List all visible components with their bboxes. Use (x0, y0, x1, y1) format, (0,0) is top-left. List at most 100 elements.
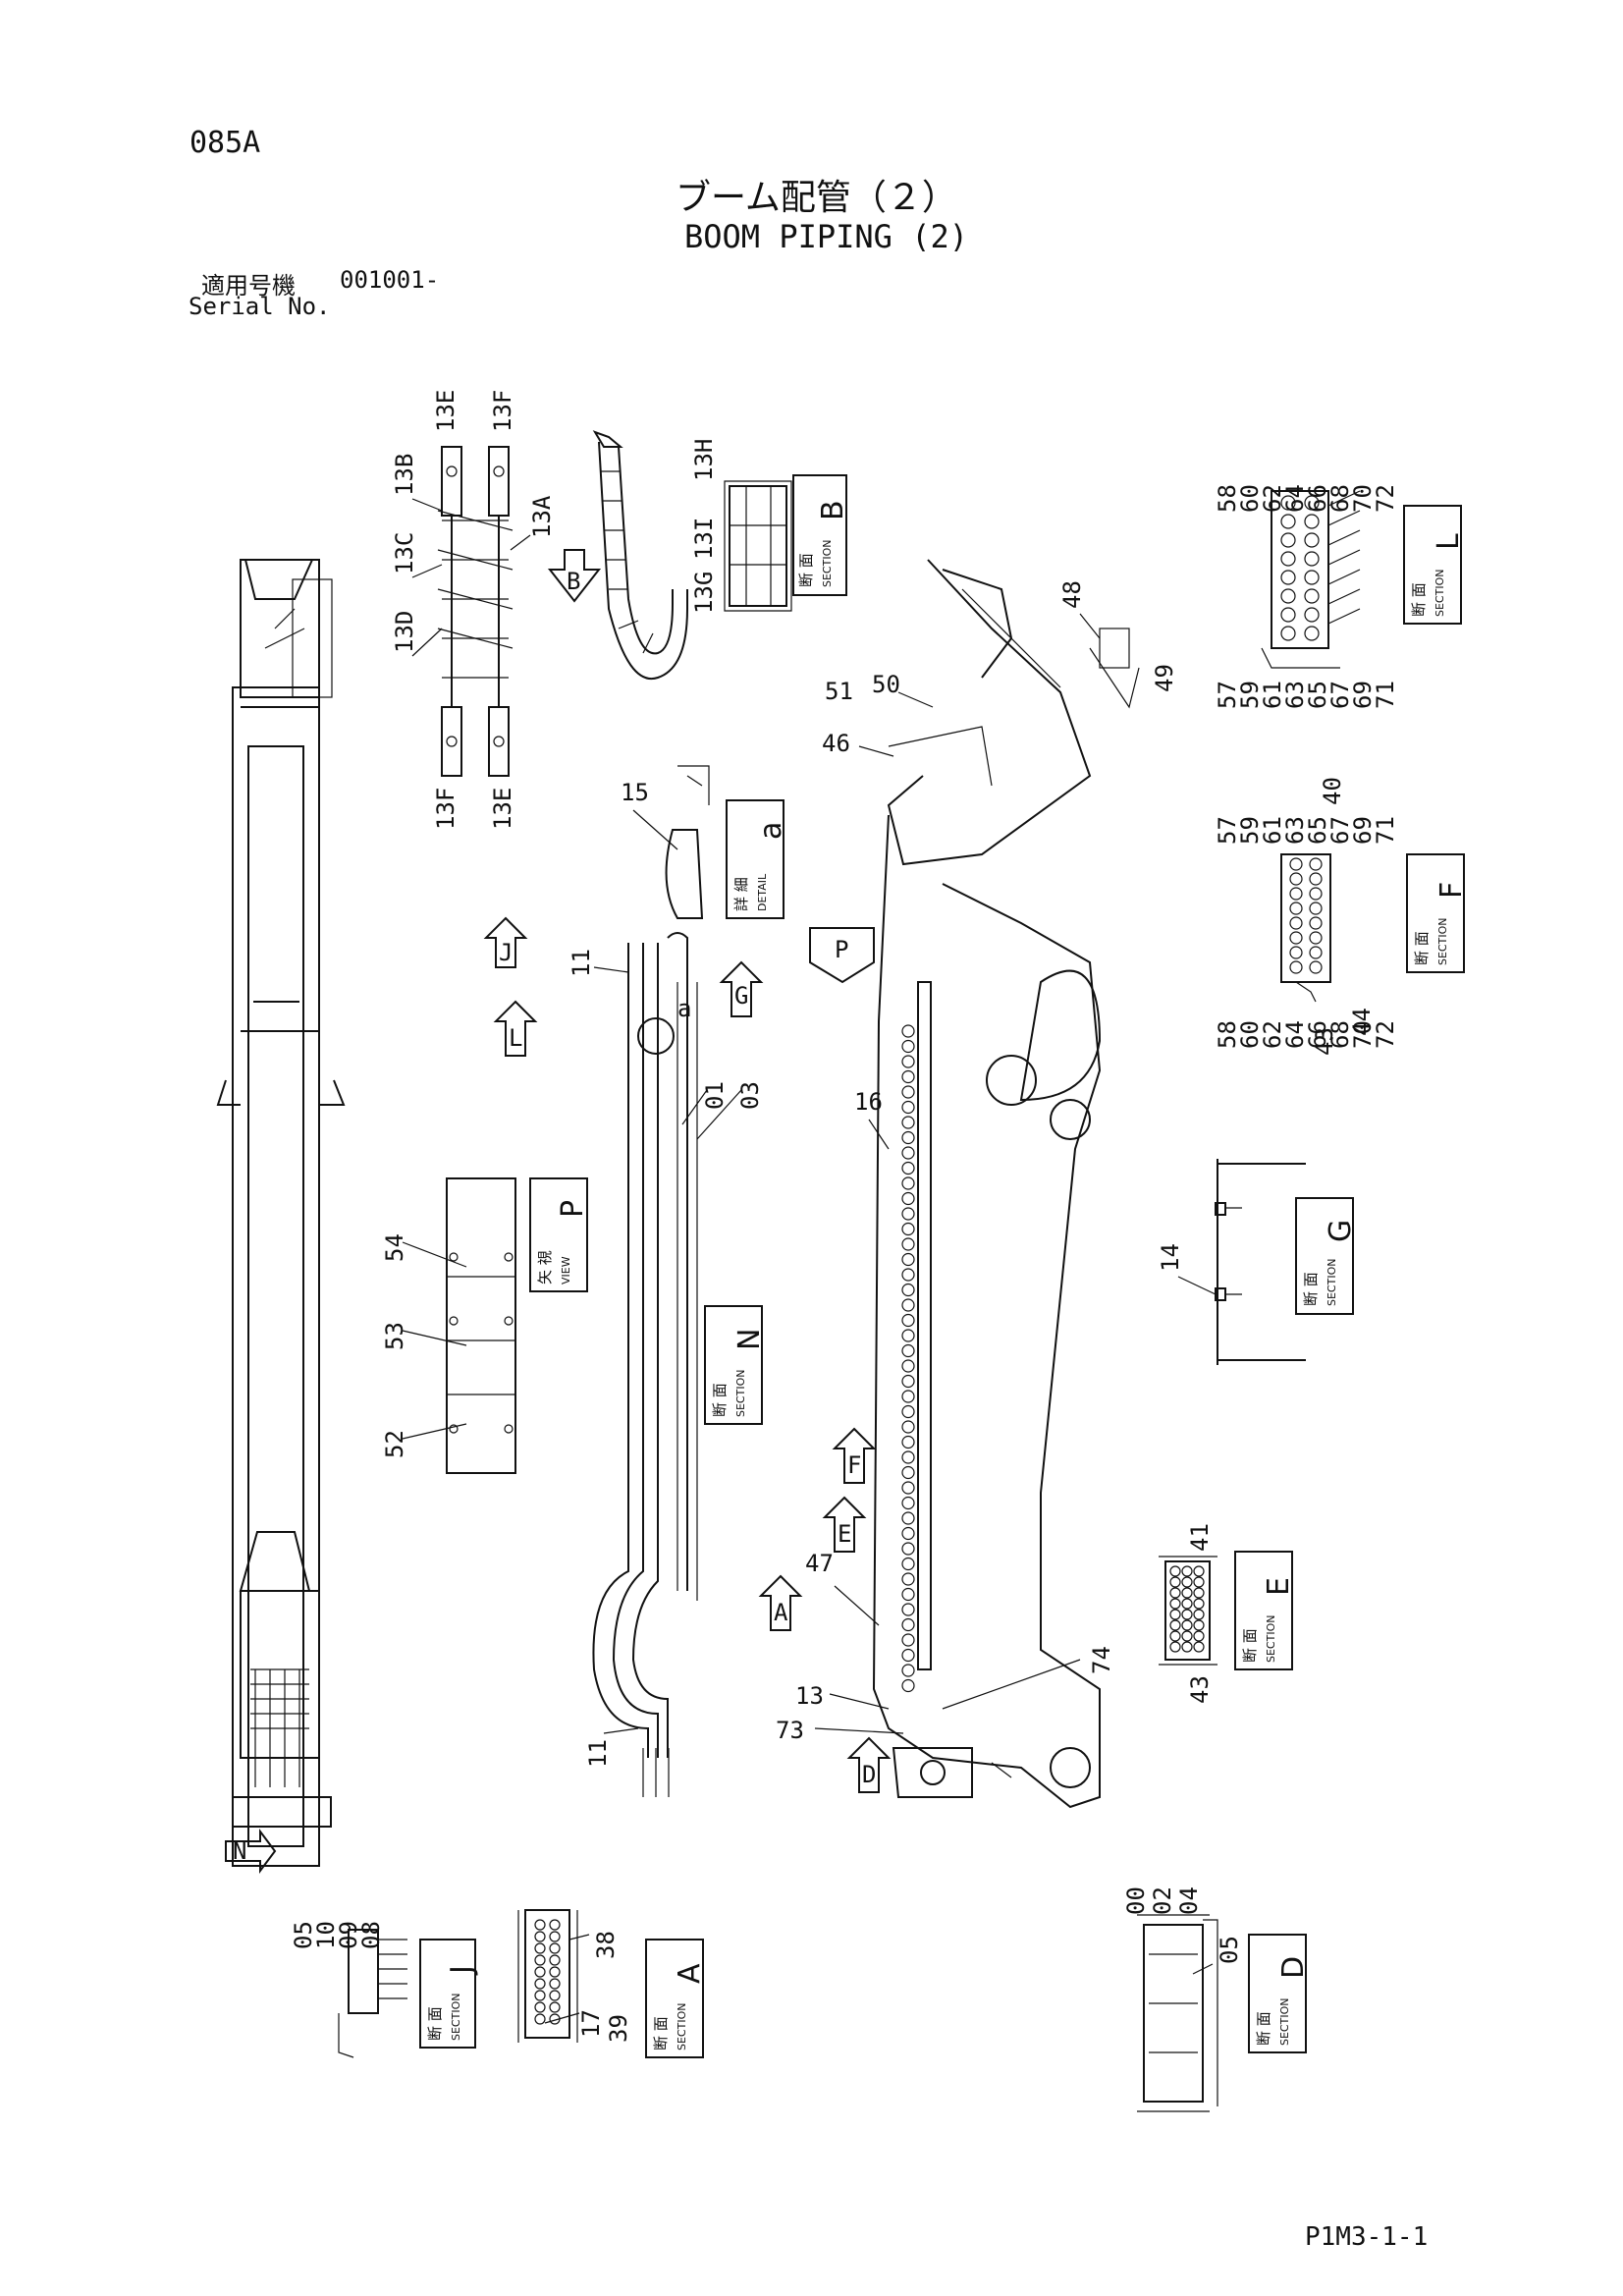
label-52: 52 (381, 1430, 408, 1458)
label-13h: 13H (690, 439, 718, 481)
label-39: 39 (605, 2014, 632, 2043)
section-l-bottom-row-label-2: 62 (1259, 484, 1286, 513)
label-13c: 13C (391, 532, 418, 574)
section-l-top-row-label-0: 57 (1214, 681, 1241, 709)
section-l-letter: L (1432, 533, 1466, 550)
boom-side-view (872, 559, 1140, 1809)
view-arrows: J L G P (483, 916, 875, 1057)
label-08: 08 (357, 1921, 385, 1949)
arrow-g-icon (719, 960, 764, 1017)
cable-chain-u: B (547, 430, 688, 681)
label-05-d: 05 (1216, 1936, 1243, 1964)
arrow-l-label: L (509, 1024, 522, 1052)
label-44: 44 (1348, 1008, 1376, 1036)
section-n-letter: N (732, 1329, 767, 1350)
label-13i: 13I (690, 518, 718, 560)
detail-a-letter: a (754, 822, 788, 840)
label-49: 49 (1151, 664, 1178, 692)
section-l-top-row-label-6: 69 (1349, 681, 1377, 709)
arrow-d-icon (846, 1736, 892, 1793)
label-11-bottom: 11 (584, 1739, 612, 1768)
section-f-top-row-label-2: 61 (1259, 816, 1286, 845)
label-13b: 13B (391, 454, 418, 496)
label-00: 00 (1122, 1886, 1150, 1915)
section-a-letter: A (673, 1963, 707, 1984)
label-13f-bottom: 13F (432, 788, 460, 830)
section-n-kanji: 断 面 (711, 1383, 729, 1417)
section-g-letter: G (1324, 1220, 1358, 1242)
section-n: 11 a 01 03 11 断 面 SECTION N (568, 932, 767, 1797)
label-13: 13 (795, 1682, 824, 1710)
section-l-bottom-row-label-1: 60 (1236, 484, 1264, 513)
label-43-f: 43 (1311, 1027, 1338, 1056)
lower-arrows: F E A D N (225, 1427, 892, 1874)
label-40: 40 (1319, 777, 1346, 805)
label-73: 73 (776, 1717, 804, 1744)
section-f-bottom-row-label-7: 72 (1372, 1020, 1399, 1049)
section-j-letter: J (445, 1965, 479, 1976)
section-l-word: SECTION (1434, 570, 1446, 617)
label-02: 02 (1149, 1886, 1176, 1915)
section-f-bottom-row-label-1: 60 (1236, 1020, 1264, 1049)
section-f-letter: F (1434, 882, 1469, 899)
label-13d: 13D (391, 611, 418, 653)
serial-label-japanese: 適用号機 (201, 272, 296, 300)
section-a-kanji: 断 面 (652, 2016, 670, 2050)
label-10: 10 (312, 1921, 340, 1949)
label-38: 38 (592, 1931, 620, 1959)
label-54: 54 (381, 1233, 408, 1262)
title-english: BOOM PIPING (2) (684, 218, 968, 255)
label-11-top: 11 (568, 949, 595, 977)
label-13g: 13G (690, 572, 718, 614)
arrow-j-label: J (499, 939, 513, 966)
section-d-kanji: 断 面 (1255, 2011, 1272, 2046)
section-f-top-row-label-4: 65 (1304, 816, 1331, 845)
section-n-word: SECTION (734, 1370, 747, 1417)
section-f-top-row-label-3: 63 (1281, 816, 1309, 845)
section-d-letter: D (1276, 1956, 1311, 1979)
view-p-letter: P (556, 1200, 590, 1218)
section-b-letter: B (816, 500, 850, 520)
arrow-p-label: P (835, 936, 848, 963)
label-09: 09 (335, 1921, 362, 1949)
label-13f-top: 13F (489, 390, 516, 432)
section-e: 41 43 断 面 SECTION E (1159, 1523, 1296, 1704)
section-l-bottom-row-label-3: 64 (1281, 484, 1309, 513)
label-53: 53 (381, 1322, 408, 1350)
section-j: 05 10 09 08 断 面 SECTION J (290, 1921, 479, 2058)
label-15: 15 (621, 779, 649, 806)
section-j-kanji: 断 面 (426, 2006, 444, 2041)
section-l-top-row-label-5: 67 (1326, 681, 1354, 709)
section-f-top-row-label-0: 57 (1214, 816, 1241, 845)
arrow-j-icon (483, 916, 528, 968)
section-a-word: SECTION (676, 2003, 688, 2050)
label-41: 41 (1186, 1523, 1214, 1552)
section-f-top-row-label-1: 59 (1236, 816, 1264, 845)
section-f-bottom-row-label-0: 58 (1214, 1020, 1241, 1049)
view-p-kanji: 矢 視 (536, 1250, 554, 1285)
section-f-bottom-row-label-3: 64 (1281, 1020, 1309, 1049)
label-46: 46 (822, 730, 850, 757)
label-13e-top: 13E (432, 390, 460, 432)
section-l-bottom-row-label-0: 58 (1214, 484, 1241, 513)
label-74: 74 (1088, 1646, 1115, 1674)
drawing-code: 085A (189, 126, 261, 160)
label-13a: 13A (528, 495, 556, 538)
detail-a-kanji: 詳 細 (732, 877, 750, 911)
arrow-g-label: G (734, 982, 748, 1010)
section-g-word: SECTION (1325, 1259, 1338, 1306)
arrow-a-icon (758, 1574, 803, 1631)
section-e-kanji: 断 面 (1241, 1628, 1259, 1663)
label-04: 04 (1175, 1886, 1203, 1915)
serial-value: 001001- (340, 266, 440, 294)
section-f-bottom-row-label-4: 66 (1304, 1020, 1331, 1049)
label-43-e: 43 (1186, 1675, 1214, 1704)
section-f-top-row-label-6: 69 (1349, 816, 1377, 845)
section-a: 38 17 39 断 面 SECTION A (517, 1909, 707, 2058)
section-l-top-row-label-7: 71 (1372, 681, 1399, 709)
arrow-f-icon (832, 1427, 877, 1484)
label-17: 17 (577, 2009, 605, 2038)
label-47: 47 (805, 1550, 834, 1577)
